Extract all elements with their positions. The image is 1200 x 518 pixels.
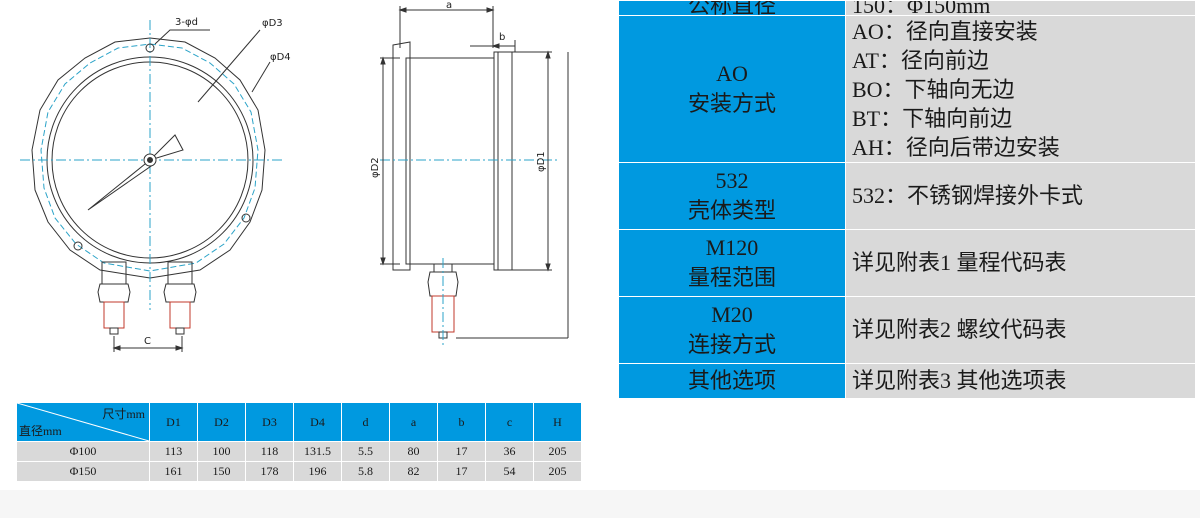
corner-diagonal: [17, 403, 149, 441]
a-label: a: [446, 0, 452, 11]
table-cell: 54: [485, 461, 534, 482]
front-view: [20, 20, 285, 352]
side-view: [380, 6, 569, 345]
holes-label: 3-φd: [175, 17, 198, 28]
spec-value: AO：径向直接安装 AT：径向前边 BO：下轴向无边 BT：下轴向前边 AH：径…: [845, 15, 1196, 163]
mount-option: BT：下轴向前边: [852, 105, 1013, 131]
spec-key-code: M20: [711, 302, 753, 327]
mount-option: AH：径向后带边安装: [852, 134, 1060, 160]
spec-key-code: AO: [716, 61, 748, 86]
spec-key-label: 壳体类型: [687, 198, 776, 223]
c-label: C: [144, 336, 151, 347]
spec-value-line: 详见附表3 其他选项表: [852, 368, 1067, 393]
table-cell: 161: [149, 461, 198, 482]
table-cell: 205: [533, 441, 582, 462]
spec-key-label: 量程范围: [687, 265, 776, 290]
spec-value: 详见附表1 量程代码表: [845, 229, 1196, 297]
spec-key-label: 连接方式: [687, 332, 776, 357]
corner-top-label: 尺寸mm: [102, 407, 145, 421]
col-header: c: [485, 402, 534, 442]
d1-label: φD1: [536, 151, 547, 172]
spec-value: 详见附表3 其他选项表: [845, 363, 1196, 399]
mount-option: BO：下轴向无边: [852, 76, 1015, 102]
col-header: D4: [293, 402, 342, 442]
col-header: D2: [197, 402, 246, 442]
spec-key-code: M120: [705, 235, 759, 260]
table-cell: 5.5: [341, 441, 390, 462]
table-cell: 82: [389, 461, 438, 482]
col-header: b: [437, 402, 486, 442]
model-spec-table: 公称直径 150：Φ150mm AO 安装方式 AO：径向直接安装 AT：径向前…: [618, 0, 1196, 399]
dimension-corner-cell: 尺寸mm 直径mm: [16, 402, 150, 442]
d4-label: φD4: [270, 52, 291, 63]
table-cell: 205: [533, 461, 582, 482]
spec-row-range: M120 量程范围 详见附表1 量程代码表: [618, 229, 1196, 297]
col-header: a: [389, 402, 438, 442]
mount-option: AO：径向直接安装: [852, 18, 1038, 44]
spec-value-line: 详见附表1 量程代码表: [852, 250, 1067, 275]
footer-band: [0, 490, 1200, 518]
spec-row-connection: M20 连接方式 详见附表2 螺纹代码表: [618, 296, 1196, 364]
dimension-header-row: 尺寸mm 直径mm D1 D2 D3 D4 d a b c H: [16, 402, 582, 442]
spec-key: AO 安装方式: [618, 15, 846, 163]
spec-row-nominal-diameter: 公称直径 150：Φ150mm: [618, 0, 1196, 16]
table-cell: 100: [197, 441, 246, 462]
d2-label: φD2: [370, 157, 381, 178]
dimension-table: 尺寸mm 直径mm D1 D2 D3 D4 d a b c H Φ100 113…: [16, 402, 582, 482]
table-cell: 17: [437, 461, 486, 482]
table-cell: 36: [485, 441, 534, 462]
corner-bottom-label: 直径mm: [19, 424, 62, 438]
spec-value: 详见附表2 螺纹代码表: [845, 296, 1196, 364]
table-cell: 118: [245, 441, 294, 462]
table-cell: 150: [197, 461, 246, 482]
row-label: Φ150: [16, 461, 150, 482]
spec-value-line: 532：不锈钢焊接外卡式: [852, 183, 1084, 208]
col-header: d: [341, 402, 390, 442]
spec-value-line: 详见附表2 螺纹代码表: [852, 317, 1067, 342]
spec-key: M120 量程范围: [618, 229, 846, 297]
spec-value: 150：Φ150mm: [845, 0, 1196, 16]
spec-key: M20 连接方式: [618, 296, 846, 364]
spec-row-other: 其他选项 详见附表3 其他选项表: [618, 363, 1196, 399]
table-cell: 5.8: [341, 461, 390, 482]
spec-value: 532：不锈钢焊接外卡式: [845, 162, 1196, 230]
table-cell: 113: [149, 441, 198, 462]
spec-key-code: 532: [715, 168, 749, 193]
spec-key: 公称直径: [618, 0, 846, 16]
spec-key-label: 其他选项: [687, 368, 776, 393]
table-cell: 196: [293, 461, 342, 482]
table-cell: 131.5: [293, 441, 342, 462]
table-cell: 80: [389, 441, 438, 462]
row-label: Φ100: [16, 441, 150, 462]
spec-key-line: 公称直径: [687, 0, 776, 16]
b-label: b: [499, 32, 505, 43]
col-header: D3: [245, 402, 294, 442]
table-row: Φ150 161 150 178 196 5.8 82 17 54 205: [16, 461, 582, 482]
spec-value-line: 150：Φ150mm: [852, 0, 991, 16]
table-cell: 178: [245, 461, 294, 482]
spec-row-mounting: AO 安装方式 AO：径向直接安装 AT：径向前边 BO：下轴向无边 BT：下轴…: [618, 15, 1196, 163]
spec-key: 其他选项: [618, 363, 846, 399]
col-header: D1: [149, 402, 198, 442]
spec-row-case: 532 壳体类型 532：不锈钢焊接外卡式: [618, 162, 1196, 230]
gauge-technical-drawing: 3-φd φD3 φD4 C: [0, 0, 610, 400]
d3-label: φD3: [262, 18, 283, 29]
mount-option: AT：径向前边: [852, 47, 989, 73]
table-row: Φ100 113 100 118 131.5 5.5 80 17 36 205: [16, 441, 582, 462]
table-cell: 17: [437, 441, 486, 462]
col-header: H: [533, 402, 582, 442]
spec-key: 532 壳体类型: [618, 162, 846, 230]
spec-key-label: 安装方式: [687, 91, 776, 116]
